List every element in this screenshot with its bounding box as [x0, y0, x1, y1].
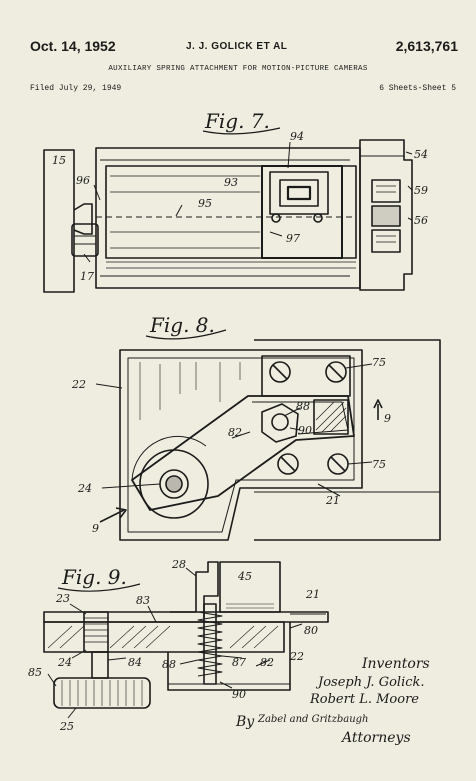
fig8-ref: 75: [372, 458, 386, 471]
fig8-ref: 9: [92, 522, 99, 535]
fig9-ref: 80: [304, 624, 318, 637]
fig7-ref: 97: [286, 232, 300, 245]
fig9-ref: 90: [232, 688, 246, 701]
fig9-ref: 25: [59, 720, 74, 733]
fig7-ref: 95: [198, 197, 212, 210]
fig8-ref: 90: [298, 424, 312, 437]
fig8-ref: 24: [77, 482, 92, 495]
fig9-ref: 21: [305, 588, 320, 601]
attorney-firm: Zabel and Gritzbaugh: [257, 714, 369, 725]
figure-9: Fig. 9.: [28, 558, 329, 733]
patent-number: 2,613,761: [395, 38, 458, 54]
fig7-ref: 94: [290, 130, 304, 143]
figure-7: Fig. 7.: [43, 109, 428, 293]
fig9-ref: 22: [289, 650, 304, 663]
fig8-ref: 82: [228, 426, 242, 439]
fig8-label: Fig. 8.: [149, 313, 215, 337]
fig7-label: Fig. 7.: [204, 109, 270, 133]
inventors-label: Inventors: [361, 656, 430, 672]
fig8-ref: 21: [325, 494, 340, 507]
inventor-name-1: Joseph J. Golick.: [315, 675, 425, 690]
fig9-ref: 88: [162, 658, 176, 671]
sheet-count: 6 Sheets-Sheet 5: [379, 84, 456, 93]
attorneys-label: Attorneys: [340, 730, 411, 746]
fig8-ref: 9: [384, 412, 391, 425]
fig9-ref: 87: [232, 656, 246, 669]
fig7-ref: 15: [52, 154, 66, 167]
fig9-ref: 84: [128, 656, 142, 669]
fig8-ref: 88: [296, 400, 310, 413]
fig7-ref: 59: [414, 184, 428, 197]
fig8-ref: 75: [372, 356, 386, 369]
fig9-ref: 28: [171, 558, 186, 571]
figure-8: Fig. 8.: [71, 313, 441, 541]
by-label: By: [235, 714, 255, 730]
fig7-ref: 93: [224, 176, 238, 189]
fig7-ref: 96: [76, 174, 90, 187]
fig9-ref: 24: [57, 656, 72, 669]
fig9-ref: 45: [237, 570, 252, 583]
patent-date: Oct. 14, 1952: [30, 38, 116, 54]
inventors-header: J. J. GOLICK ET AL: [186, 41, 288, 52]
fig7-ref: 56: [414, 214, 428, 227]
fig7-end-cap: [43, 149, 75, 293]
inventor-name-2: Robert L. Moore: [309, 692, 419, 707]
fig9-label: Fig. 9.: [61, 565, 127, 589]
fig7-ref: 54: [414, 148, 428, 161]
fig9-ref: 82: [260, 656, 274, 669]
fig8-ref: 22: [71, 378, 86, 391]
patent-title: AUXILIARY SPRING ATTACHMENT FOR MOTION-P…: [108, 65, 368, 73]
fig7-ref: 17: [80, 270, 94, 283]
filed-date: Filed July 29, 1949: [30, 84, 122, 93]
signature-block: Inventors Joseph J. Golick. Robert L. Mo…: [235, 656, 430, 746]
fig9-ref: 23: [55, 592, 70, 605]
fig9-ref: 85: [28, 666, 42, 679]
fig9-ref: 83: [136, 594, 150, 607]
